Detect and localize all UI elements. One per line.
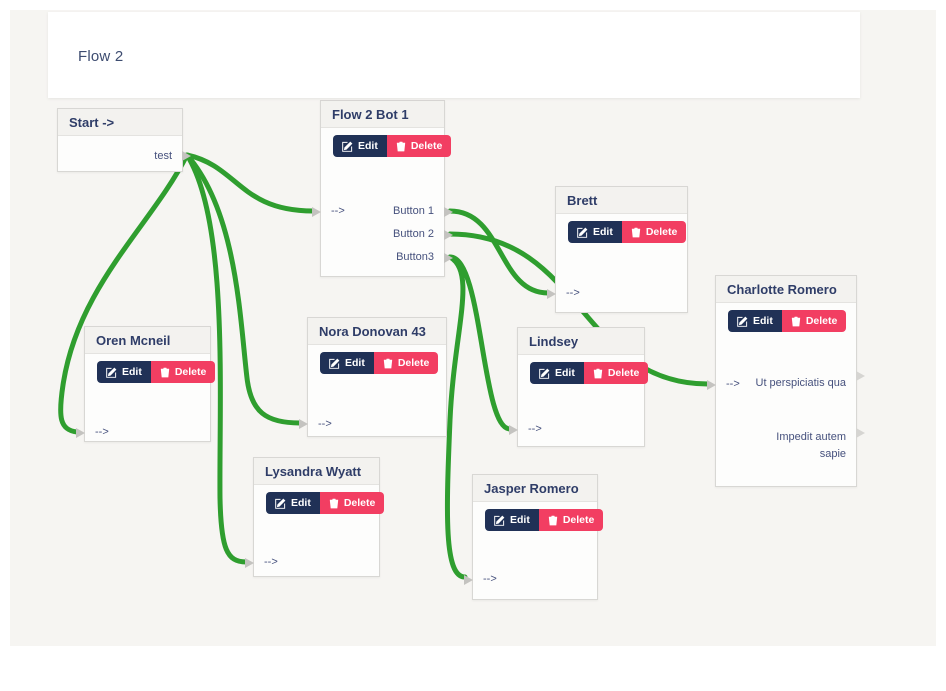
page-title: Flow 2 [78, 48, 124, 65]
trash-icon [329, 498, 338, 508]
node-lindsey-title: Lindsey [518, 328, 644, 355]
delete-button[interactable]: Delete [781, 310, 847, 332]
flow-header-bar: Flow 2 [48, 12, 860, 98]
input-label: --> [528, 423, 542, 435]
edit-button[interactable]: Edit [320, 352, 374, 374]
input-label: --> [318, 418, 332, 430]
connection-button1-to-brett[interactable] [447, 208, 551, 296]
trash-icon [160, 367, 169, 377]
trash-icon [631, 227, 640, 237]
pencil-icon [342, 141, 353, 152]
connection-test-to-lysandra-wyatt[interactable] [184, 152, 249, 565]
connection-test-to-flow-2-bot-1[interactable] [184, 152, 316, 214]
node-lindsey[interactable]: Lindsey Edit Delete --> [509, 327, 649, 447]
pencil-icon [106, 367, 117, 378]
input-connector[interactable] [299, 419, 308, 429]
node-brett[interactable]: Brett Edit Delete --> [547, 186, 688, 313]
node-start[interactable]: Start -> test [57, 108, 191, 172]
edit-button[interactable]: Edit [568, 221, 622, 243]
pencil-icon [737, 316, 748, 327]
delete-button[interactable]: Delete [538, 509, 604, 531]
trash-icon [396, 141, 405, 151]
input-connector[interactable] [509, 425, 518, 435]
output-label-ut-perspiciatis: Ut perspiciatis qua [755, 377, 847, 389]
edit-button[interactable]: Edit [333, 135, 387, 157]
input-connector[interactable] [76, 428, 85, 438]
delete-button[interactable]: Delete [373, 352, 439, 374]
node-lysandra-wyatt-title: Lysandra Wyatt [254, 458, 379, 485]
input-connector[interactable] [547, 289, 556, 299]
output-connector-button3[interactable] [444, 253, 453, 263]
connection-test-to-oren-mcneil[interactable] [58, 152, 190, 435]
edit-button[interactable]: Edit [728, 310, 782, 332]
output-label-button3: Button3 [396, 251, 434, 263]
output-connector-2[interactable] [856, 428, 865, 438]
connection-test-to-nora-donovan[interactable] [184, 152, 303, 426]
node-lysandra-wyatt[interactable]: Lysandra Wyatt Edit Delete --> [245, 457, 385, 577]
output-connector-button-2[interactable] [444, 230, 453, 240]
node-flow-2-bot-1[interactable]: Flow 2 Bot 1 Edit Delete --> Button 1 Bu… [312, 100, 453, 277]
node-charlotte-romero-title: Charlotte Romero [716, 276, 856, 303]
connection-button3-to-lindsey[interactable] [447, 254, 513, 432]
edit-button[interactable]: Edit [266, 492, 320, 514]
input-connector[interactable] [707, 380, 716, 390]
node-jasper-romero-title: Jasper Romero [473, 475, 597, 502]
delete-button[interactable]: Delete [583, 362, 649, 384]
input-label: --> [264, 556, 278, 568]
pencil-icon [329, 358, 340, 369]
node-nora-donovan-43-title: Nora Donovan 43 [308, 318, 446, 345]
edit-button[interactable]: Edit [485, 509, 539, 531]
output-connector-test[interactable] [182, 151, 191, 161]
trash-icon [383, 358, 392, 368]
pencil-icon [539, 368, 550, 379]
node-brett-title: Brett [556, 187, 687, 214]
trash-icon [593, 368, 602, 378]
input-label: --> [726, 378, 740, 390]
input-connector[interactable] [464, 575, 473, 585]
node-oren-mcneil[interactable]: Oren Mcneil Edit Delete --> [76, 326, 216, 442]
pencil-icon [494, 515, 505, 526]
node-flow-2-bot-1-title: Flow 2 Bot 1 [321, 101, 444, 128]
output-connector-button-1[interactable] [444, 207, 453, 217]
edit-button[interactable]: Edit [97, 361, 151, 383]
node-jasper-romero[interactable]: Jasper Romero Edit Delete --> [464, 474, 604, 600]
input-label: --> [483, 573, 497, 585]
trash-icon [548, 515, 557, 525]
delete-button[interactable]: Delete [386, 135, 452, 157]
pencil-icon [577, 227, 588, 238]
output-label-impedit-autem: Impedit autem sapie [776, 431, 846, 460]
input-label: --> [331, 205, 345, 217]
node-charlotte-romero[interactable]: Charlotte Romero Edit Delete --> Ut pers… [707, 275, 865, 487]
output-label-button-2: Button 2 [393, 228, 434, 240]
delete-button[interactable]: Delete [150, 361, 216, 383]
output-label-button-1: Button 1 [393, 205, 434, 217]
delete-button[interactable]: Delete [319, 492, 385, 514]
delete-button[interactable]: Delete [621, 221, 687, 243]
output-connector-1[interactable] [856, 371, 865, 381]
pencil-icon [275, 498, 286, 509]
trash-icon [791, 316, 800, 326]
input-connector[interactable] [312, 207, 321, 217]
output-label-test: test [154, 150, 172, 162]
input-connector[interactable] [245, 558, 254, 568]
edit-button[interactable]: Edit [530, 362, 584, 384]
node-nora-donovan-43[interactable]: Nora Donovan 43 Edit Delete --> [299, 317, 447, 437]
node-start-title: Start -> [58, 109, 182, 136]
input-label: --> [566, 287, 580, 299]
connection-button3-to-jasper[interactable] [444, 254, 468, 580]
input-label: --> [95, 426, 109, 438]
node-oren-mcneil-title: Oren Mcneil [85, 327, 210, 354]
